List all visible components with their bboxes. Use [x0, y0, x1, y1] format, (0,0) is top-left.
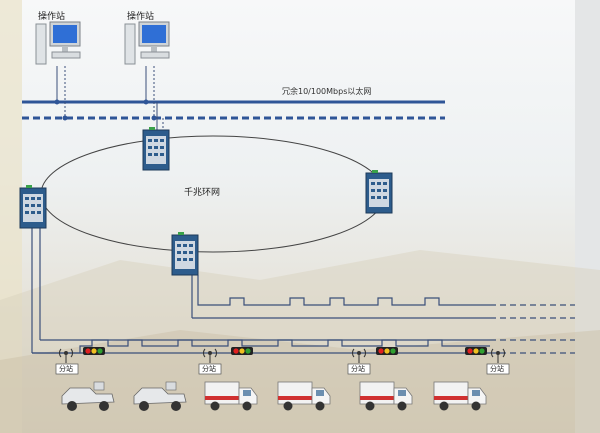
- workstation-label: 操作站: [38, 12, 66, 22]
- substation-label: 分站: [202, 365, 216, 373]
- truck-icon: [277, 381, 331, 411]
- truck-icon: [359, 381, 413, 411]
- scraper-vehicle-icon: [133, 381, 187, 411]
- substation-label: 分站: [490, 365, 504, 373]
- traffic-light-icon: [83, 347, 105, 355]
- traffic-light-icon: [376, 347, 398, 355]
- traffic-light-icon: [465, 347, 487, 355]
- substation-label: 分站: [59, 365, 73, 373]
- truck-icon: [433, 381, 487, 411]
- ring-label: 千兆环网: [184, 188, 221, 198]
- scraper-vehicle-icon: [61, 381, 115, 411]
- truck-icon: [204, 381, 258, 411]
- workstation-label: 操作站: [127, 12, 155, 22]
- substation-label: 分站: [351, 365, 365, 373]
- network-label: 冗余10/100Mbps以太网: [282, 87, 372, 96]
- antenna-icon: [203, 348, 217, 363]
- industrial-switch-icon: [142, 127, 170, 171]
- antenna-icon: [491, 348, 505, 363]
- industrial-switch-icon: [171, 232, 199, 276]
- antenna-icon: [59, 348, 73, 363]
- antenna-icon: [352, 348, 366, 363]
- workstation-icon: [35, 21, 81, 65]
- workstation-icon: [124, 21, 170, 65]
- industrial-switch-icon: [19, 185, 47, 229]
- traffic-light-icon: [231, 347, 253, 355]
- industrial-switch-icon: [365, 170, 393, 214]
